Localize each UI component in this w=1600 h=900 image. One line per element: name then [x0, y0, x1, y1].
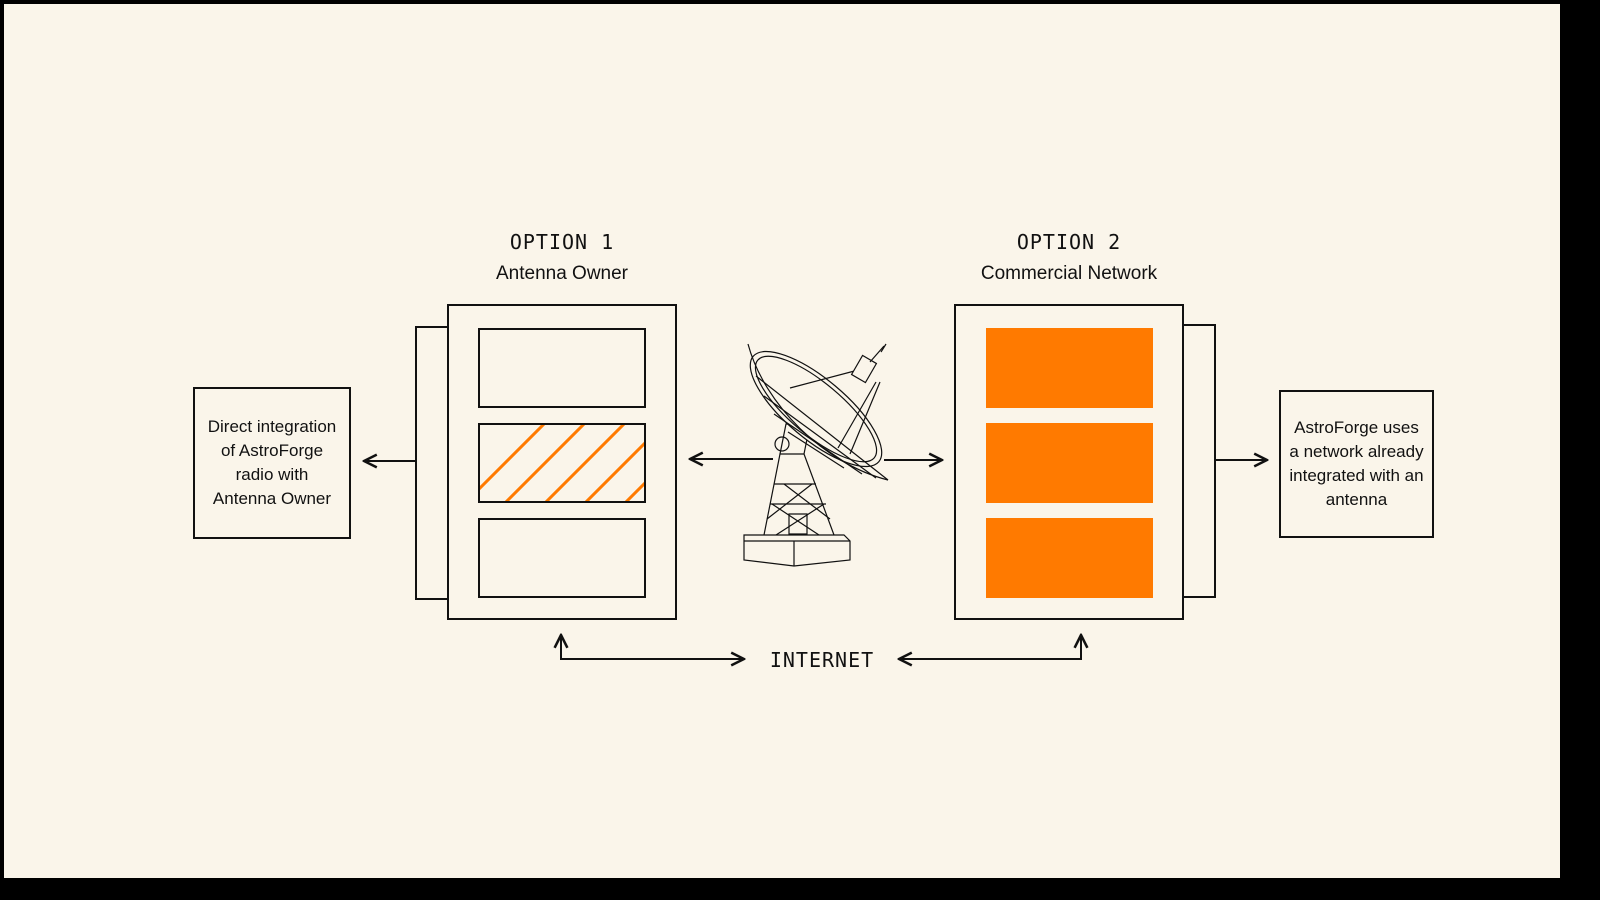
internet-label: INTERNET: [769, 648, 875, 672]
option2-frame: [954, 304, 1184, 620]
option1-note: Direct integration of AstroForge radio w…: [193, 387, 351, 539]
option2-title: Commercial Network: [980, 263, 1158, 284]
option1-bracket: [415, 326, 448, 600]
option1-title: Antenna Owner: [495, 263, 629, 284]
satellite-dish-icon: [743, 343, 889, 567]
diagram-graphics: [4, 304, 1560, 878]
option1-frame: [447, 304, 677, 620]
option2-slot-top: [986, 328, 1153, 408]
option2-note: AstroForge uses a network already integr…: [1279, 390, 1434, 538]
option1-slot-hatched: [479, 424, 645, 502]
option1-slot-bottom: [478, 518, 646, 598]
option2-bracket: [1183, 324, 1216, 598]
diagram-canvas: OPTION 1 Antenna Owner OPTION 2 Commerci…: [4, 4, 1560, 878]
internet-connector-left: [561, 635, 744, 659]
option1-slot-middle-border: [478, 423, 646, 503]
option1-server: [415, 304, 677, 620]
option1-tag: OPTION 1: [509, 230, 615, 254]
option2-slot-bottom: [986, 518, 1153, 598]
option2-server: [954, 304, 1216, 620]
option2-slot-middle: [986, 423, 1153, 503]
option2-tag: OPTION 2: [1016, 230, 1122, 254]
internet-connector-right: [899, 635, 1081, 659]
option1-slot-top: [478, 328, 646, 408]
